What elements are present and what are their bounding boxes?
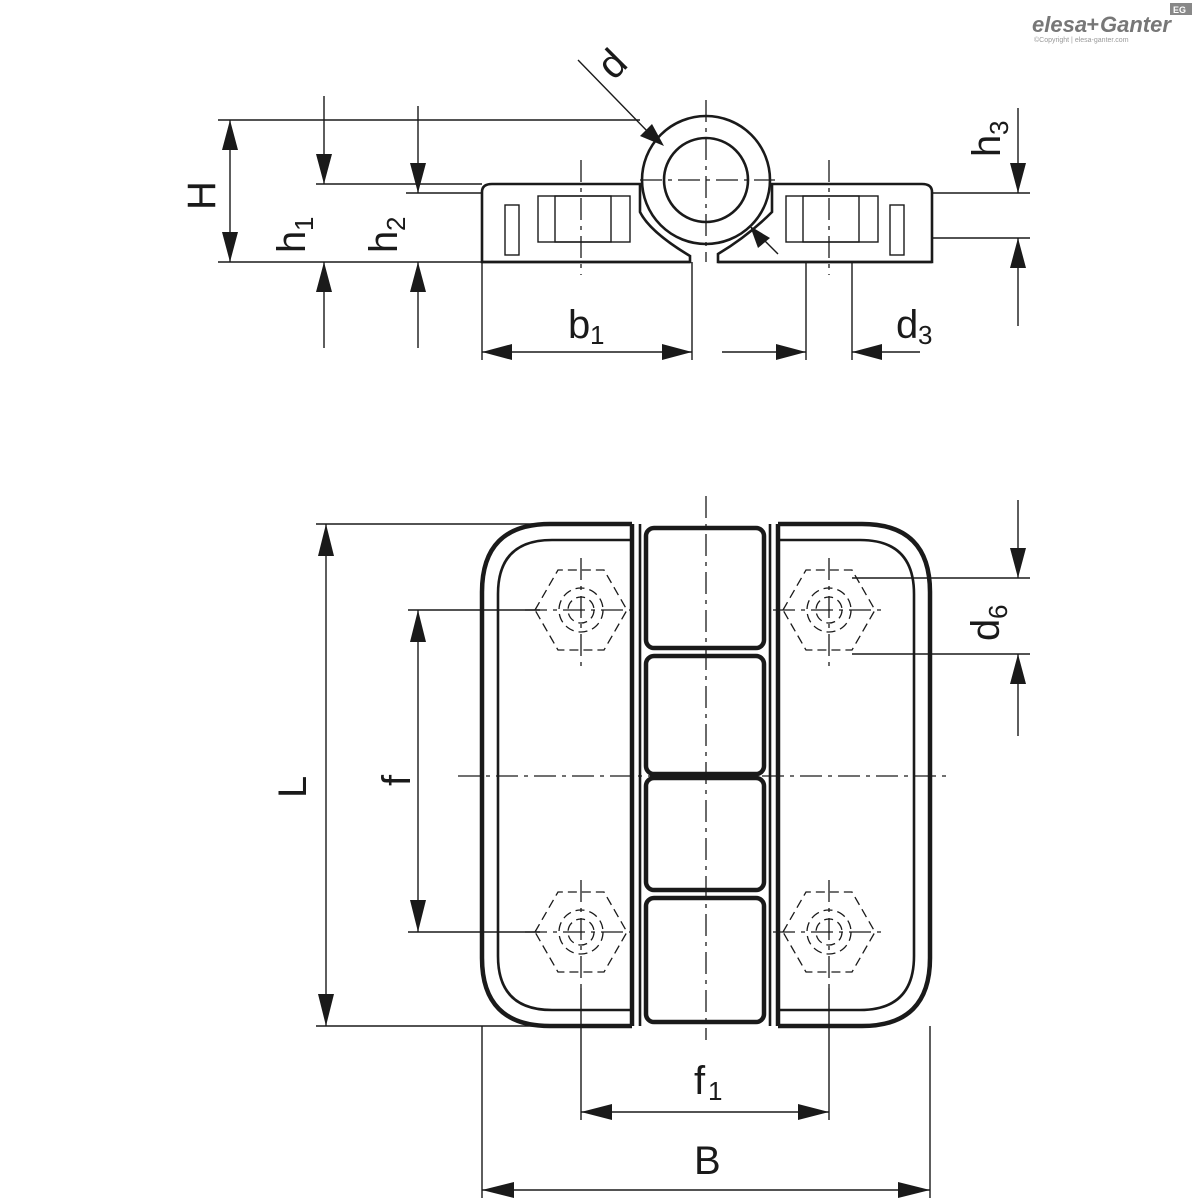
right-screw-pocket	[785, 195, 905, 256]
label-h3-main: h	[965, 135, 1009, 157]
label-h2-main: h	[362, 231, 406, 253]
knuckle-segment	[643, 525, 767, 651]
brand-name-part2: Ganter	[1100, 12, 1172, 37]
label-d3-sub: 3	[918, 320, 932, 350]
left-leaf-outline	[479, 521, 632, 1029]
screw-hole-bottom-right	[773, 880, 885, 988]
brand-logo: elesa + Ganter EG ©Copyright | elesa-gan…	[1032, 3, 1192, 44]
label-h3: h 3	[965, 121, 1014, 157]
brand-copyright: ©Copyright | elesa-ganter.com	[1034, 36, 1129, 44]
label-b1-sub: 1	[590, 320, 604, 350]
label-h2-sub: 2	[381, 217, 411, 231]
label-b1: b 1	[568, 303, 604, 350]
label-f1-main: f	[694, 1059, 706, 1103]
label-d6-main: d	[964, 619, 1008, 641]
label-H: H	[180, 181, 224, 210]
right-leaf-outline	[778, 521, 933, 1029]
knuckle-segment	[643, 895, 767, 1025]
brand-badge	[1170, 3, 1192, 15]
knuckle-segment	[643, 653, 767, 777]
label-f: f	[375, 774, 419, 786]
label-d3: d 3	[896, 303, 932, 350]
left-leaf-section	[480, 182, 692, 264]
brand-badge-text: EG	[1173, 5, 1186, 15]
label-h1-main: h	[270, 231, 314, 253]
label-d3-main: d	[896, 303, 918, 347]
label-f1-sub: 1	[708, 1076, 722, 1106]
label-b1-main: b	[568, 303, 590, 347]
screw-hole-top-right	[773, 558, 885, 666]
label-f1: f 1	[694, 1059, 722, 1106]
right-leaf-inner	[778, 538, 916, 1012]
brand-name-part1: elesa	[1032, 12, 1087, 37]
left-leaf-inner	[496, 538, 632, 1012]
plan-view: L f d 6 f 1 B	[271, 496, 1030, 1198]
label-h1: h 1	[270, 217, 319, 253]
label-h3-sub: 3	[984, 121, 1014, 135]
left-screw-pocket	[504, 195, 631, 256]
label-L: L	[271, 776, 315, 798]
label-d: d	[589, 41, 636, 88]
brand-name-sep: +	[1086, 12, 1099, 37]
label-d6: d 6	[964, 605, 1013, 641]
side-section-view: d H h 1 h 2	[180, 41, 1030, 360]
screw-hole-top-left	[525, 558, 637, 666]
screw-hole-bottom-left	[525, 880, 637, 988]
label-h1-sub: 1	[289, 217, 319, 231]
right-leaf-section	[716, 182, 934, 264]
knuckle-segment	[643, 775, 767, 893]
label-h2: h 2	[362, 217, 411, 253]
label-B: B	[694, 1139, 721, 1183]
label-d6-sub: 6	[983, 605, 1013, 619]
